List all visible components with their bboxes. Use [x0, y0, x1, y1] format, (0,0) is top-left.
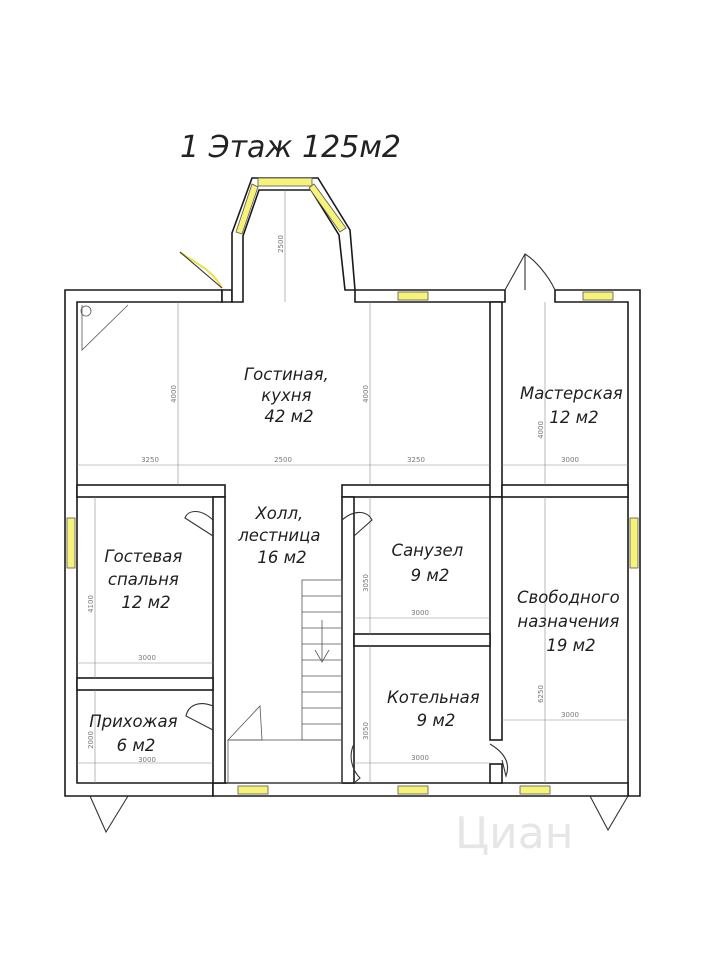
dim-living-h2: 4000	[362, 385, 370, 403]
room-bathroom-label: Санузел 9 м2	[392, 541, 469, 585]
windows	[66, 177, 639, 795]
dim-bay: 2500	[277, 235, 285, 253]
room-workshop-label: Мастерская 12 м2	[520, 384, 628, 427]
plan-title: 1 Этаж 125м2	[180, 130, 401, 165]
dim-living-w1: 3250	[141, 456, 159, 464]
dim-living-w2: 2500	[274, 456, 292, 464]
watermark: Циан	[455, 808, 574, 859]
dim-living-h1: 4000	[170, 385, 178, 403]
room-labels: Гостиная, кухня 42 м2 Мастерская 12 м2 Х…	[89, 365, 628, 755]
room-boiler-label: Котельная 9 м2	[387, 688, 485, 730]
dim-workshop-h: 4000	[537, 421, 545, 439]
room-guest-bedroom-label: Гостевая спальня 12 м2	[104, 547, 187, 612]
room-living-kitchen-label: Гостиная, кухня 42 м2	[244, 365, 334, 426]
room-hall-stairs-label: Холл, лестница 16 м2	[237, 504, 325, 567]
dim-living-w3: 3250	[407, 456, 425, 464]
room-entrance-hall-label: Прихожая 6 м2	[89, 712, 183, 755]
dim-guest-h: 4100	[87, 595, 95, 613]
room-free-purpose-label: Свободного назначения 19 м2	[517, 588, 625, 655]
dim-workshop-w: 3000	[561, 456, 579, 464]
doors	[80, 251, 629, 834]
dim-wc-w: 3000	[411, 609, 429, 617]
dimension-labels: 2500 4000 4000 3250 2500 3250 4000 3000 …	[87, 235, 579, 764]
dim-guest-w: 3000	[138, 654, 156, 662]
dim-free-h: 6250	[537, 685, 545, 703]
dim-entry-w: 3000	[138, 756, 156, 764]
interior-walls	[76, 301, 629, 784]
staircase	[227, 579, 343, 784]
dim-wc-h: 3050	[362, 574, 370, 592]
dim-boiler-w: 3000	[411, 754, 429, 762]
dim-free-w: 3000	[561, 711, 579, 719]
dim-boiler-h: 3050	[362, 722, 370, 740]
dim-entry-h: 2000	[87, 731, 95, 749]
dimension-lines	[77, 190, 628, 783]
